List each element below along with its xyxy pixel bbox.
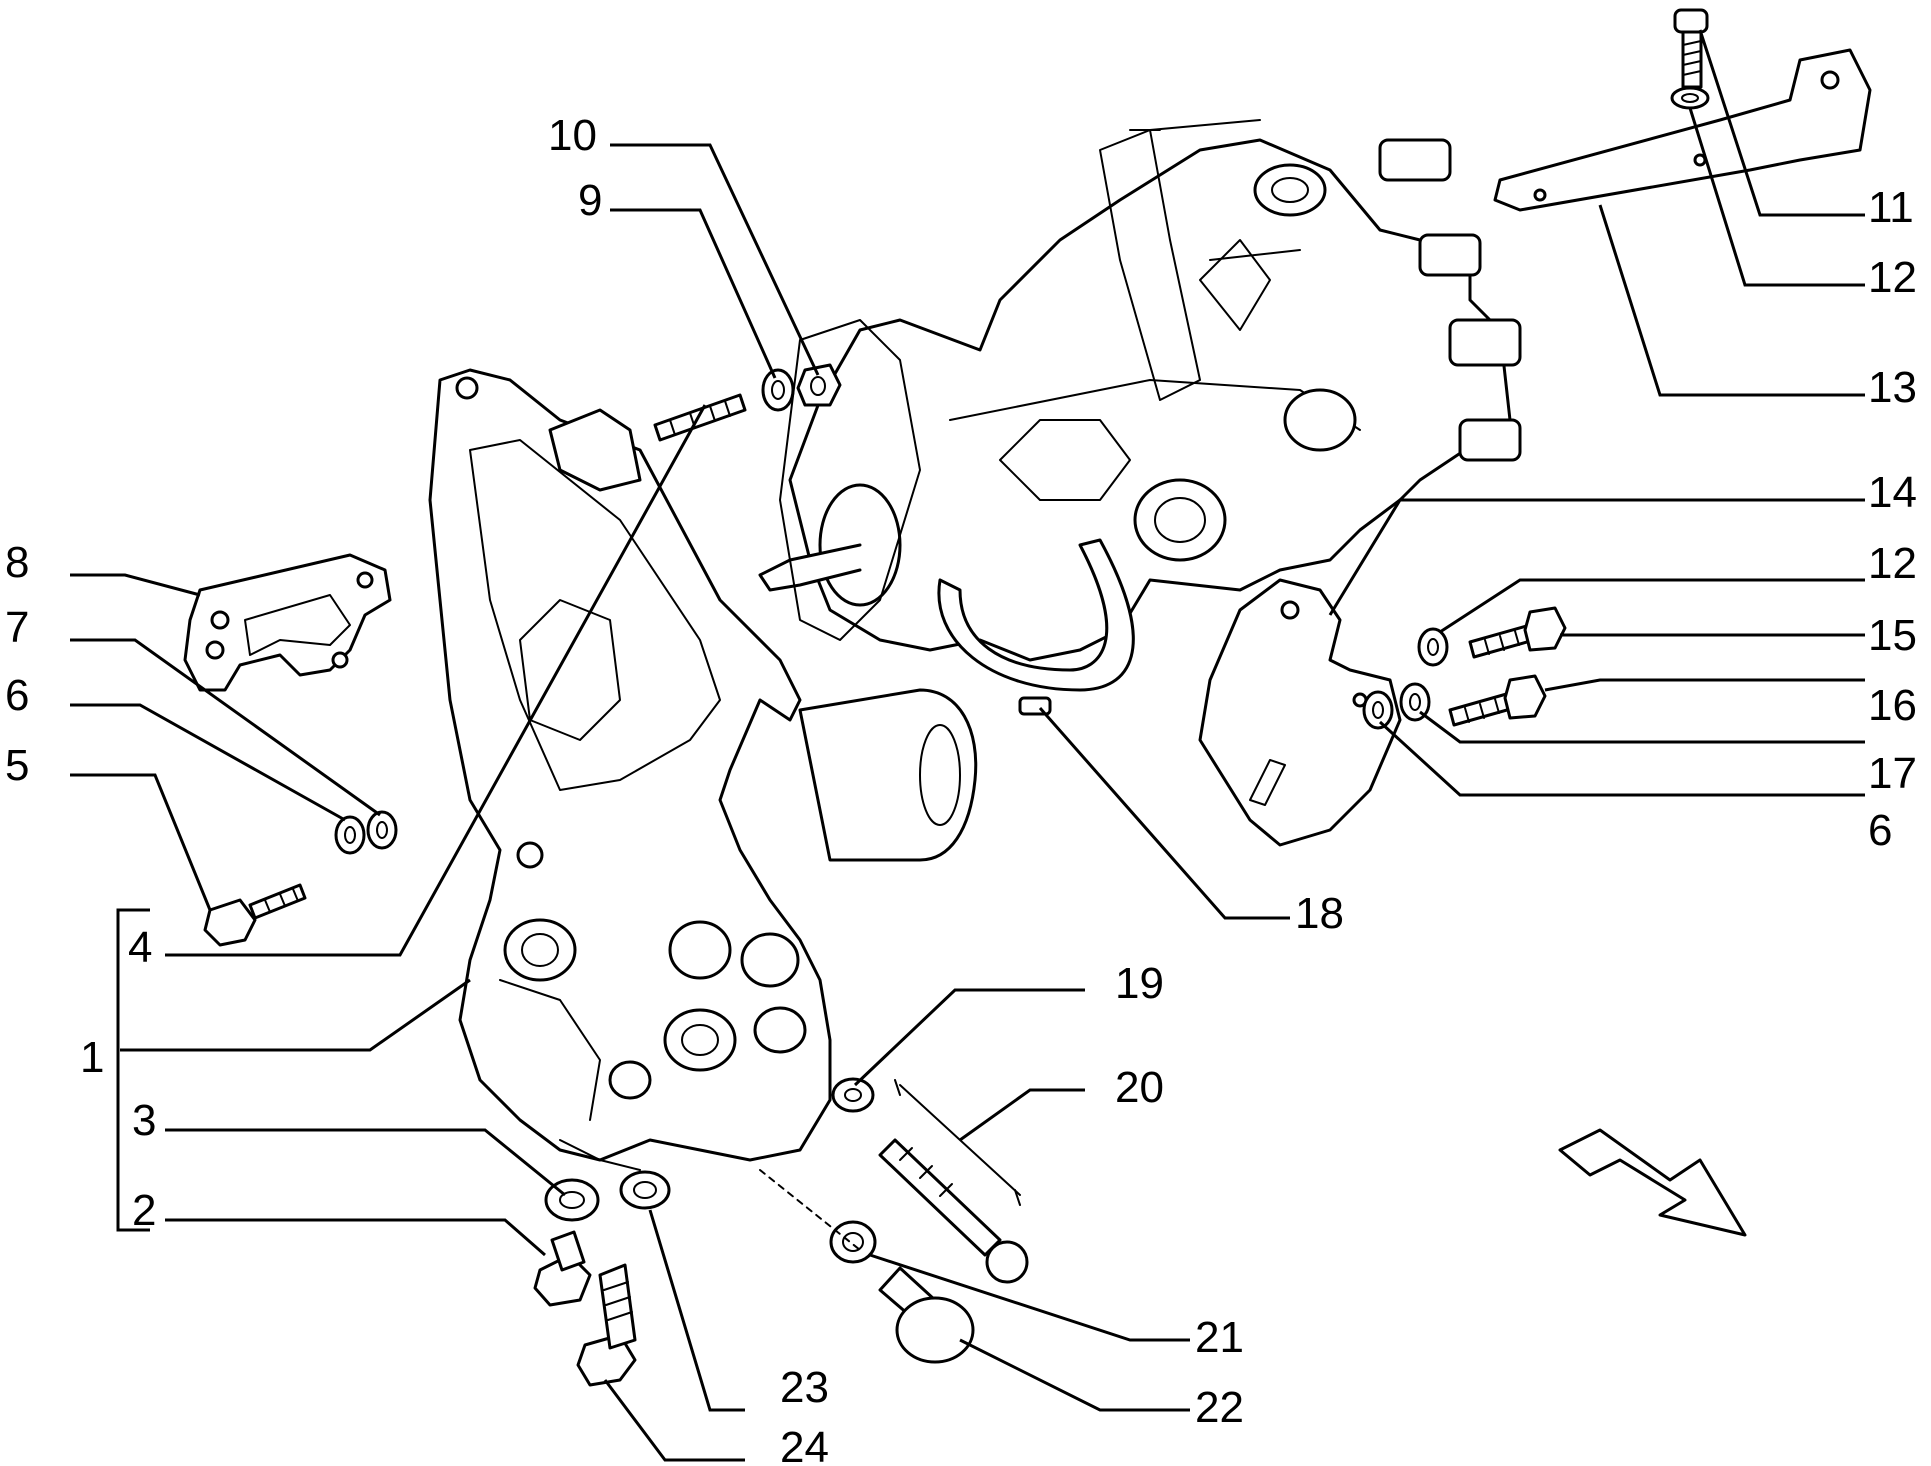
- adapter-housing: [428, 368, 978, 1171]
- long-bolt: [878, 1079, 1029, 1284]
- callout-6-right: 6: [1868, 806, 1892, 855]
- plug-and-washer: [759, 1169, 975, 1364]
- callout-3: 3: [132, 1096, 156, 1145]
- bolts-right: [1362, 606, 1567, 730]
- stud: [653, 393, 747, 442]
- callout-1: 1: [80, 1033, 104, 1082]
- callout-22: 22: [1195, 1383, 1244, 1432]
- callout-9: 9: [578, 176, 602, 225]
- callout-15: 15: [1868, 611, 1917, 660]
- callout-24: 24: [780, 1423, 829, 1466]
- bolt-left: [203, 883, 307, 947]
- top-bolt: [1670, 8, 1710, 110]
- injection-pump: [758, 119, 1522, 662]
- callout-17: 17: [1868, 749, 1917, 798]
- callout-7: 7: [5, 603, 29, 652]
- callout-11: 11: [1868, 183, 1914, 232]
- callout-14: 14: [1868, 468, 1917, 517]
- washers-left: [334, 810, 398, 855]
- callout-13: 13: [1868, 363, 1917, 412]
- callout-16: 16: [1868, 681, 1917, 730]
- callout-12-upper: 12: [1868, 253, 1917, 302]
- callout-21: 21: [1195, 1313, 1244, 1362]
- callout-8: 8: [5, 538, 29, 587]
- washer-19: [831, 1077, 875, 1113]
- callout-2: 2: [132, 1186, 156, 1235]
- leader-lines: [70, 29, 1865, 1462]
- callout-20: 20: [1115, 1063, 1164, 1112]
- direction-arrow-icon: [1558, 1128, 1747, 1237]
- washer-nut-upper: [761, 363, 842, 412]
- callout-23: 23: [780, 1363, 829, 1412]
- callout-10: 10: [548, 111, 597, 160]
- bracket-plate: [1198, 578, 1402, 847]
- gasket: [183, 553, 392, 692]
- callout-18: 18: [1295, 889, 1344, 938]
- callout-5: 5: [5, 741, 29, 790]
- callout-12-lower: 12: [1868, 539, 1917, 588]
- callout-labels: 10 9 11 12 13 14 12 15 16 17 6 18 8 7 6 …: [5, 111, 1917, 1466]
- callout-19: 19: [1115, 959, 1164, 1008]
- callout-6-left: 6: [5, 671, 29, 720]
- callout-4: 4: [128, 923, 152, 972]
- bottom-fasteners: [533, 1170, 671, 1387]
